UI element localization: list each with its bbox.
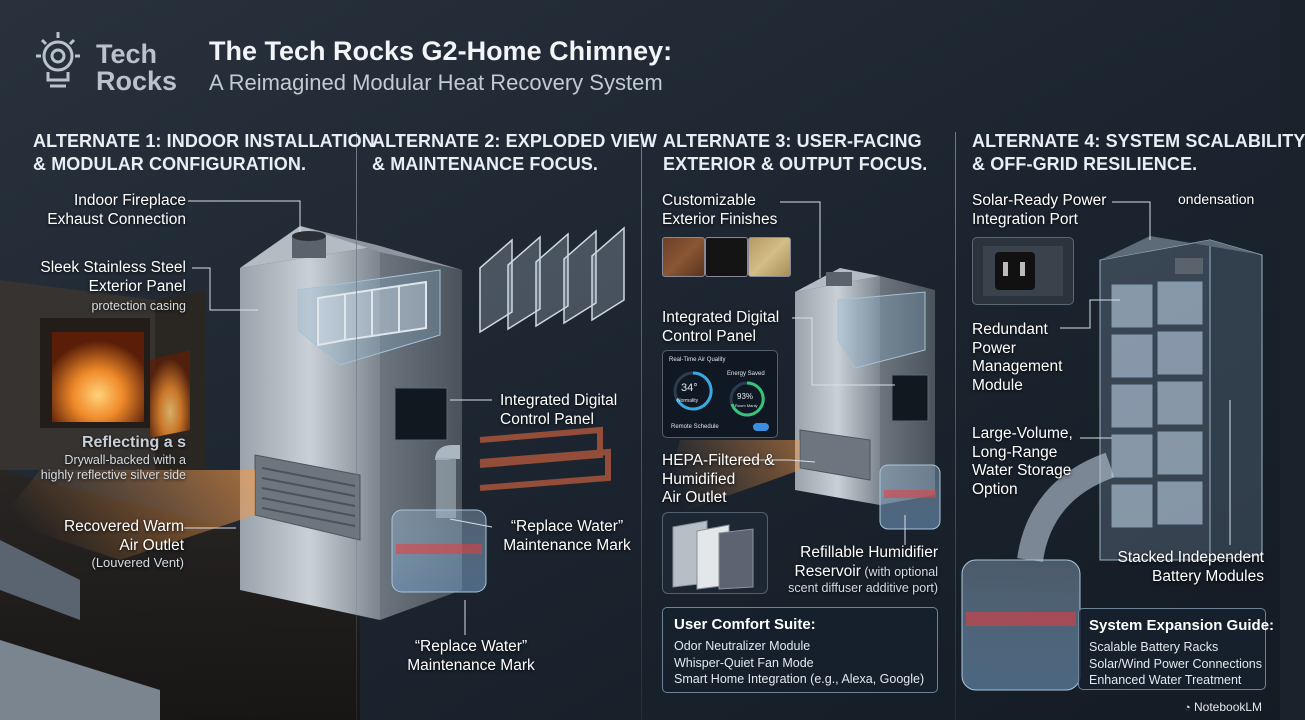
notebooklm-icon: ◔ (1184, 702, 1191, 714)
finish-swatch-wood[interactable] (662, 237, 705, 277)
expansion-guide-list: Scalable Battery Racks Solar/Wind Power … (1089, 639, 1262, 689)
comfort-suite-list: Odor Neutralizer Module Whisper-Quiet Fa… (674, 638, 924, 688)
expansion-guide-title: System Expansion Guide: (1089, 617, 1275, 634)
section-header-alt1: ALTERNATE 1: INDOOR INSTALLATION& MODULA… (33, 131, 375, 174)
finish-swatch-black[interactable] (705, 237, 748, 277)
lightbulb-gear-icon (36, 32, 80, 88)
temperature-gauge (673, 371, 713, 411)
filter-layers-icon (672, 520, 754, 590)
list-item: Odor Neutralizer Module (674, 639, 811, 653)
power-port-inset (972, 237, 1074, 305)
energy-gauge (729, 381, 765, 417)
label-condensation: ondensation (1178, 191, 1255, 207)
list-item: Smart Home Integration (e.g., Alexa, Goo… (674, 672, 925, 686)
finish-swatch-brass[interactable] (748, 237, 791, 277)
section-divider (641, 132, 642, 720)
label-reflecting: Reflecting a s Drywall-backed with a hig… (40, 434, 186, 482)
section-divider (955, 132, 956, 720)
section-divider (356, 132, 357, 720)
logo-text-line1: Tech (96, 39, 158, 69)
label-replace-water-right: “Replace Water”Maintenance Mark (503, 518, 631, 554)
page-subtitle: A Reimagined Modular Heat Recovery Syste… (209, 70, 663, 95)
page-title: The Tech Rocks G2-Home Chimney: (209, 36, 673, 66)
user-comfort-suite-box: User Comfort Suite: Odor Neutralizer Mod… (662, 607, 938, 693)
system-expansion-guide-box: System Expansion Guide: Scalable Battery… (1078, 608, 1274, 690)
watermark: ◔ NotebookLM (1184, 700, 1263, 714)
logo-text-line2: Rocks (96, 66, 178, 96)
filter-inset (662, 512, 768, 594)
comfort-suite-title: User Comfort Suite: (674, 616, 816, 633)
list-item: Enhanced Water Treatment (1089, 673, 1242, 687)
control-panel-screen: Real-Time Air Quality 34° Normality Ener… (662, 350, 778, 438)
section-header-alt2: ALTERNATE 2: EXPLODED VIEW& MAINTENANCE … (372, 131, 657, 174)
section-header-alt4: ALTERNATE 4: SYSTEM SCALABILITY& OFF-GRI… (972, 131, 1305, 174)
label-replace-water-bottom: “Replace Water”Maintenance Mark (407, 638, 535, 674)
list-item: Scalable Battery Racks (1089, 640, 1219, 654)
power-socket-icon (983, 246, 1063, 296)
label-humidifier-reservoir: Refillable Humidifier Reservoir (with op… (788, 544, 938, 595)
list-item: Solar/Wind Power Connections (1089, 656, 1262, 671)
list-item: Whisper-Quiet Fan Mode (674, 655, 814, 670)
remote-schedule-toggle[interactable] (753, 423, 769, 431)
